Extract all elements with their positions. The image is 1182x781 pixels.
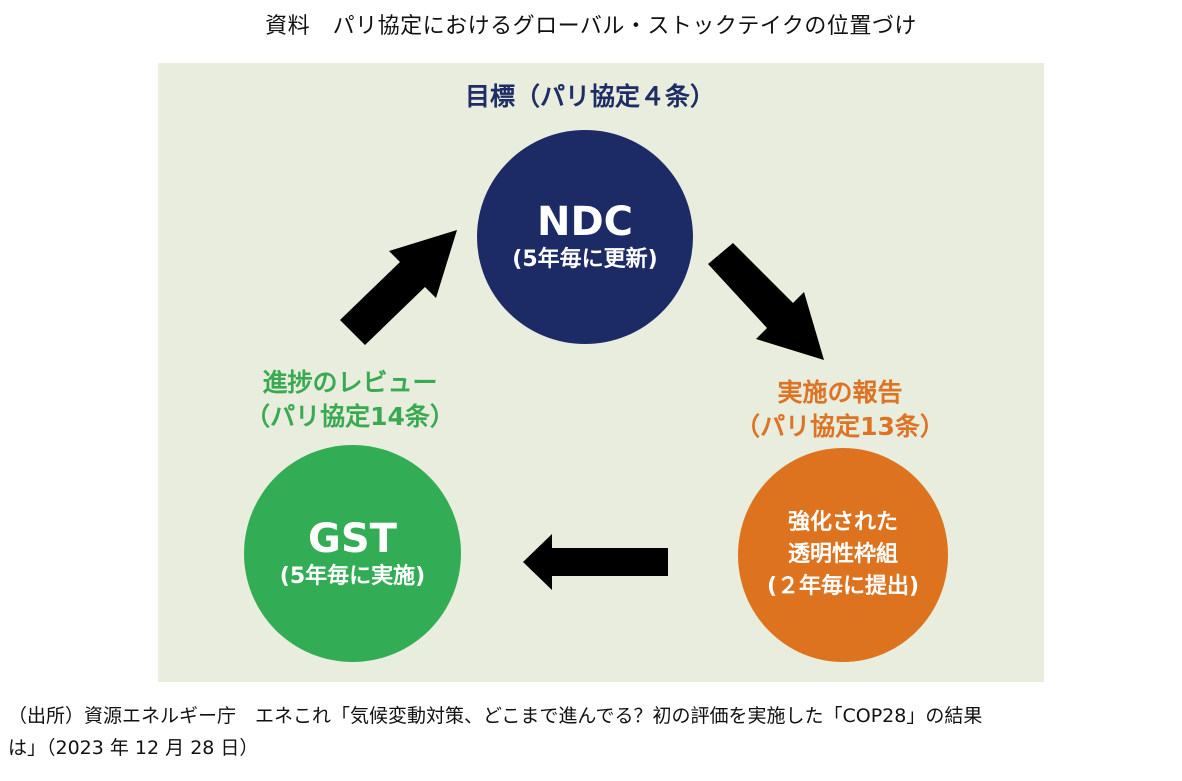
etf-report-label-line1: 実施の報告 bbox=[777, 378, 903, 407]
ndc-goal-label: 目標（パリ協定４条） bbox=[464, 82, 715, 111]
etf-report-label: 実施の報告 （パリ協定13条） bbox=[705, 376, 975, 444]
gst-review-label-line2: （パリ協定14条） bbox=[245, 402, 455, 431]
ndc-circle-title: NDC bbox=[536, 199, 634, 245]
source-citation: （出所）資源エネルギー庁 エネこれ「気候変動対策、どこまで進んでる？初の評価を実… bbox=[8, 700, 1178, 764]
etf-report-label-line2: （パリ協定13条） bbox=[735, 412, 945, 441]
source-line1: （出所）資源エネルギー庁 エネこれ「気候変動対策、どこまで進んでる？初の評価を実… bbox=[8, 705, 983, 727]
etf-circle: 強化された 透明性枠組 (２年毎に提出) bbox=[738, 448, 948, 662]
etf-circle-line3: (２年毎に提出) bbox=[766, 574, 920, 599]
etf-circle-line1: 強化された bbox=[787, 510, 898, 535]
ndc-circle: NDC (5年毎に更新) bbox=[477, 130, 693, 344]
ndc-circle-subtitle: (5年毎に更新) bbox=[512, 247, 658, 272]
source-line2: は」（2023 年 12 月 28 日） bbox=[8, 737, 259, 759]
gst-circle-subtitle: (5年毎に実施) bbox=[279, 563, 426, 589]
gst-review-label-line1: 進捗のレビュー bbox=[262, 368, 438, 397]
gst-circle-title: GST bbox=[308, 515, 397, 562]
etf-circle-line2: 透明性枠組 bbox=[787, 542, 898, 567]
gst-review-label: 進捗のレビュー （パリ協定14条） bbox=[215, 366, 485, 434]
figure-title: 資料 パリ協定におけるグローバル・ストックテイクの位置づけ bbox=[265, 14, 917, 39]
gst-circle: GST (5年毎に実施) bbox=[244, 445, 461, 662]
